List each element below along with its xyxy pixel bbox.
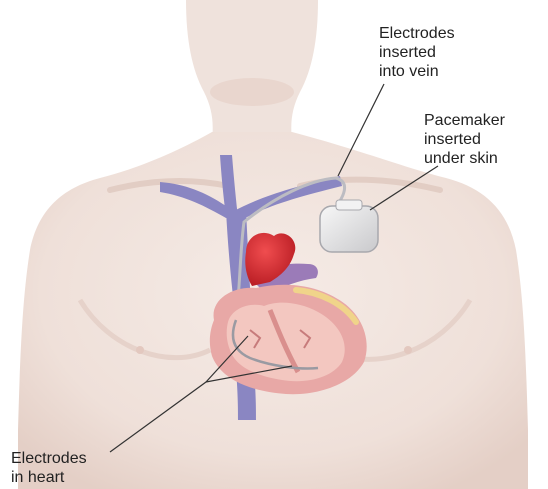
- label-electrodes-vein: Electrodes inserted into vein: [379, 24, 455, 81]
- left-nipple: [136, 346, 144, 354]
- label-electrodes-heart: Electrodes in heart: [11, 449, 87, 487]
- label-electrodes-vein-line1: Electrodes: [379, 24, 455, 43]
- label-electrodes-vein-line3: into vein: [379, 62, 455, 81]
- label-pacemaker-line1: Pacemaker: [424, 111, 505, 130]
- label-pacemaker: Pacemaker inserted under skin: [424, 111, 505, 168]
- label-electrodes-vein-line2: inserted: [379, 43, 455, 62]
- head-neck: [186, 0, 318, 140]
- chin-shadow: [210, 78, 294, 106]
- pacemaker-body: [320, 206, 378, 252]
- pacemaker-device: [320, 200, 378, 252]
- right-nipple: [404, 346, 412, 354]
- label-pacemaker-line2: inserted: [424, 130, 505, 149]
- label-electrodes-heart-line1: Electrodes: [11, 449, 87, 468]
- label-pacemaker-line3: under skin: [424, 149, 505, 168]
- label-electrodes-heart-line2: in heart: [11, 468, 87, 487]
- pacemaker-header: [336, 200, 362, 210]
